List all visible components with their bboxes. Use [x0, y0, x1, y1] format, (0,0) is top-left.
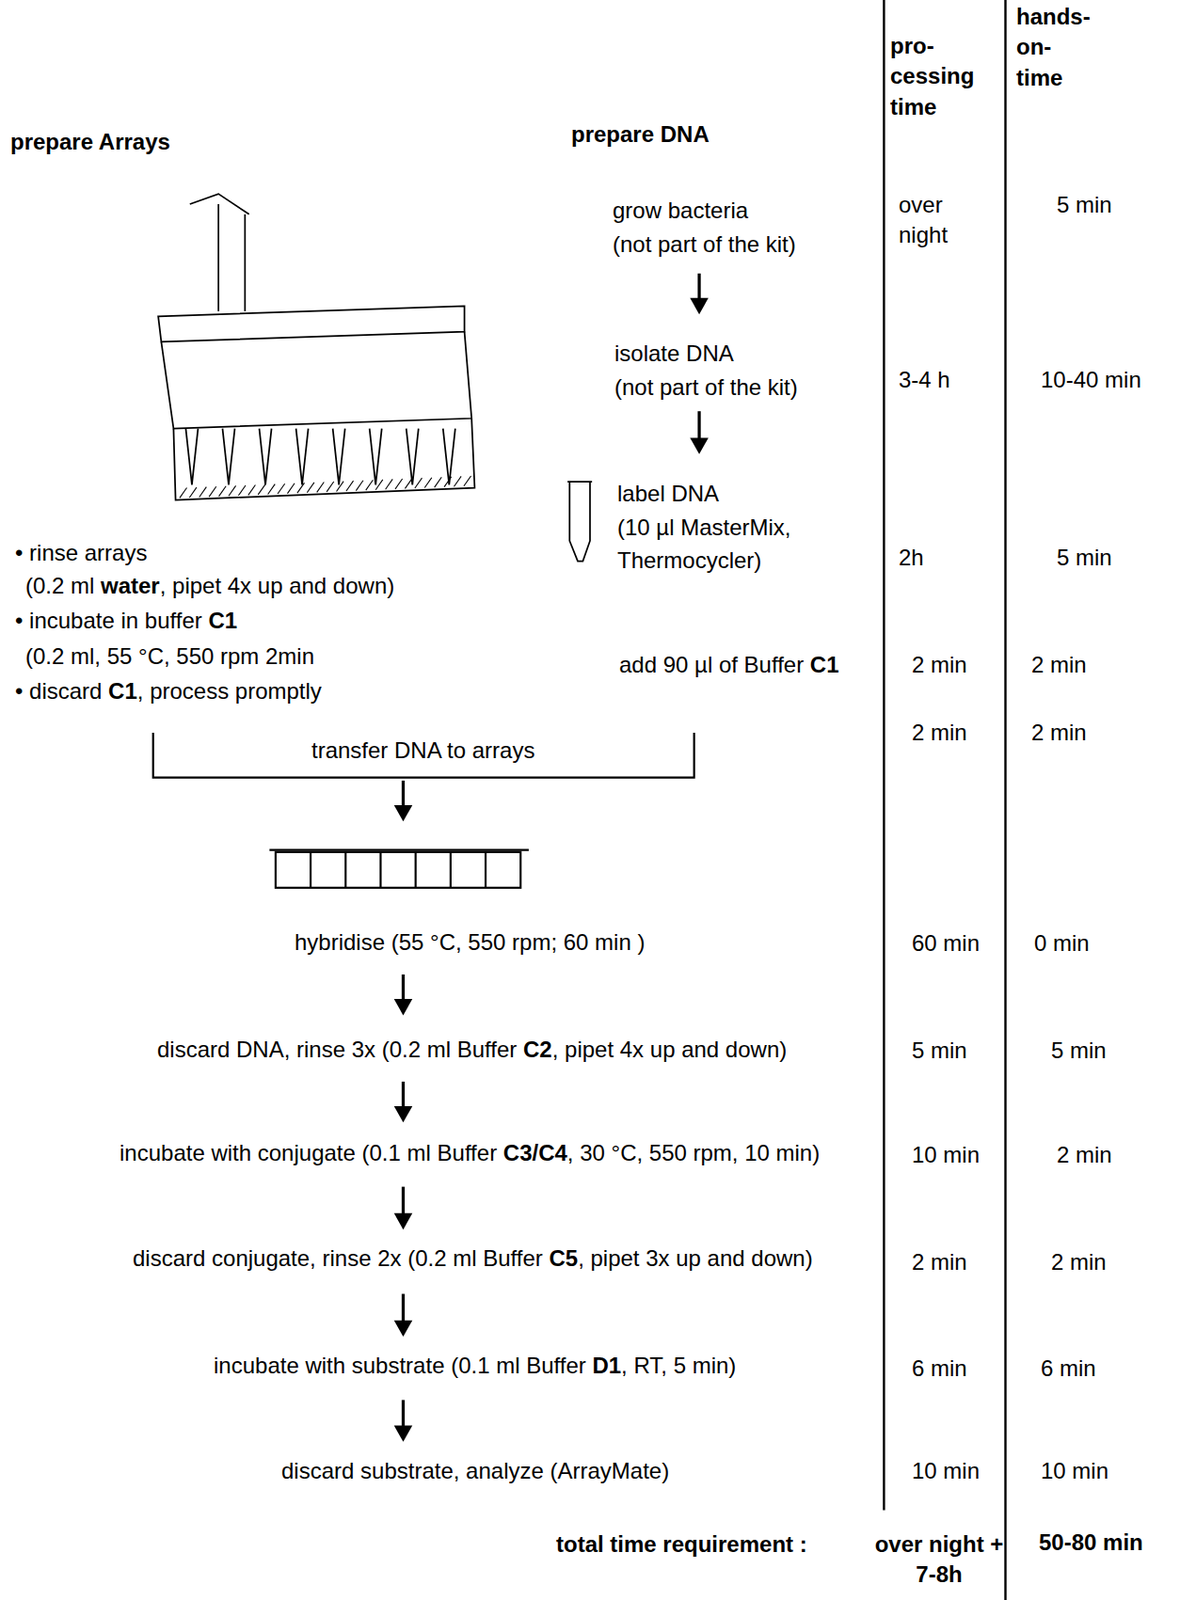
array-step: (0.2 ml, 55 °C, 550 rpm 2min [25, 641, 315, 672]
processing-time: 3-4 h [898, 365, 951, 396]
column-header: pro- cessing time [890, 31, 994, 123]
hands-on-time: 2 min [1056, 1140, 1113, 1171]
processing-time: 10 min [911, 1140, 980, 1171]
array-step: • incubate in buffer C1 [15, 605, 238, 637]
section-heading: prepare Arrays [10, 127, 171, 158]
processing-time: 60 min [911, 928, 980, 959]
total-label: total time requirement : [556, 1530, 808, 1561]
hands-on-time: 2 min [1031, 650, 1087, 681]
step-text: add 90 µl of Buffer C1 [619, 650, 840, 681]
step-text: transfer DNA to arrays [311, 735, 535, 766]
hands-on-time: 2 min [1031, 717, 1087, 749]
step-text: hybridise (55 °C, 550 rpm; 60 min ) [294, 927, 645, 958]
hands-on-time: 2 min [1051, 1247, 1107, 1278]
hands-on-time: 10-40 min [1040, 365, 1142, 396]
hands-on-time: 6 min [1040, 1354, 1097, 1385]
hands-on-time: 0 min [1034, 928, 1090, 959]
processing-time: over night [898, 190, 974, 252]
step-text: grow bacteria [612, 195, 749, 226]
step-text: label DNA [617, 478, 719, 510]
step-text: discard DNA, rinse 3x (0.2 ml Buffer C2,… [157, 1035, 787, 1066]
hands-on-time: 10 min [1040, 1456, 1109, 1487]
hands-on-time: 5 min [1056, 190, 1113, 221]
step-text: (not part of the kit) [612, 229, 797, 260]
column-header: hands- on- time [1016, 1, 1094, 94]
array-step: • rinse arrays [15, 538, 147, 569]
step-text: isolate DNA [614, 338, 734, 369]
hands-on-time: 5 min [1051, 1036, 1107, 1067]
processing-time: 6 min [911, 1354, 968, 1385]
step-text: incubate with conjugate (0.1 ml Buffer C… [119, 1138, 820, 1169]
step-text: discard substrate, analyze (ArrayMate) [281, 1456, 670, 1487]
step-text: discard conjugate, rinse 2x (0.2 ml Buff… [132, 1243, 814, 1275]
section-heading: prepare DNA [571, 119, 710, 150]
array-step: • discard C1, process promptly [15, 676, 322, 707]
hands-on-time: 5 min [1056, 542, 1113, 574]
step-text: (not part of the kit) [614, 372, 798, 403]
total-value: 50-80 min [1038, 1528, 1144, 1559]
processing-time: 2h [898, 542, 925, 574]
processing-time: 2 min [911, 1247, 968, 1278]
processing-time: 5 min [911, 1036, 968, 1067]
step-text: Thermocycler) [617, 545, 762, 576]
processing-time: 2 min [911, 717, 968, 749]
processing-time: 2 min [911, 650, 968, 681]
array-step: (0.2 ml water, pipet 4x up and down) [25, 571, 395, 602]
step-text: incubate with substrate (0.1 ml Buffer D… [213, 1351, 736, 1382]
step-text: (10 µl MasterMix, [617, 512, 792, 543]
processing-time: 10 min [911, 1456, 980, 1487]
total-value: over night + 7-8h [873, 1530, 1005, 1592]
